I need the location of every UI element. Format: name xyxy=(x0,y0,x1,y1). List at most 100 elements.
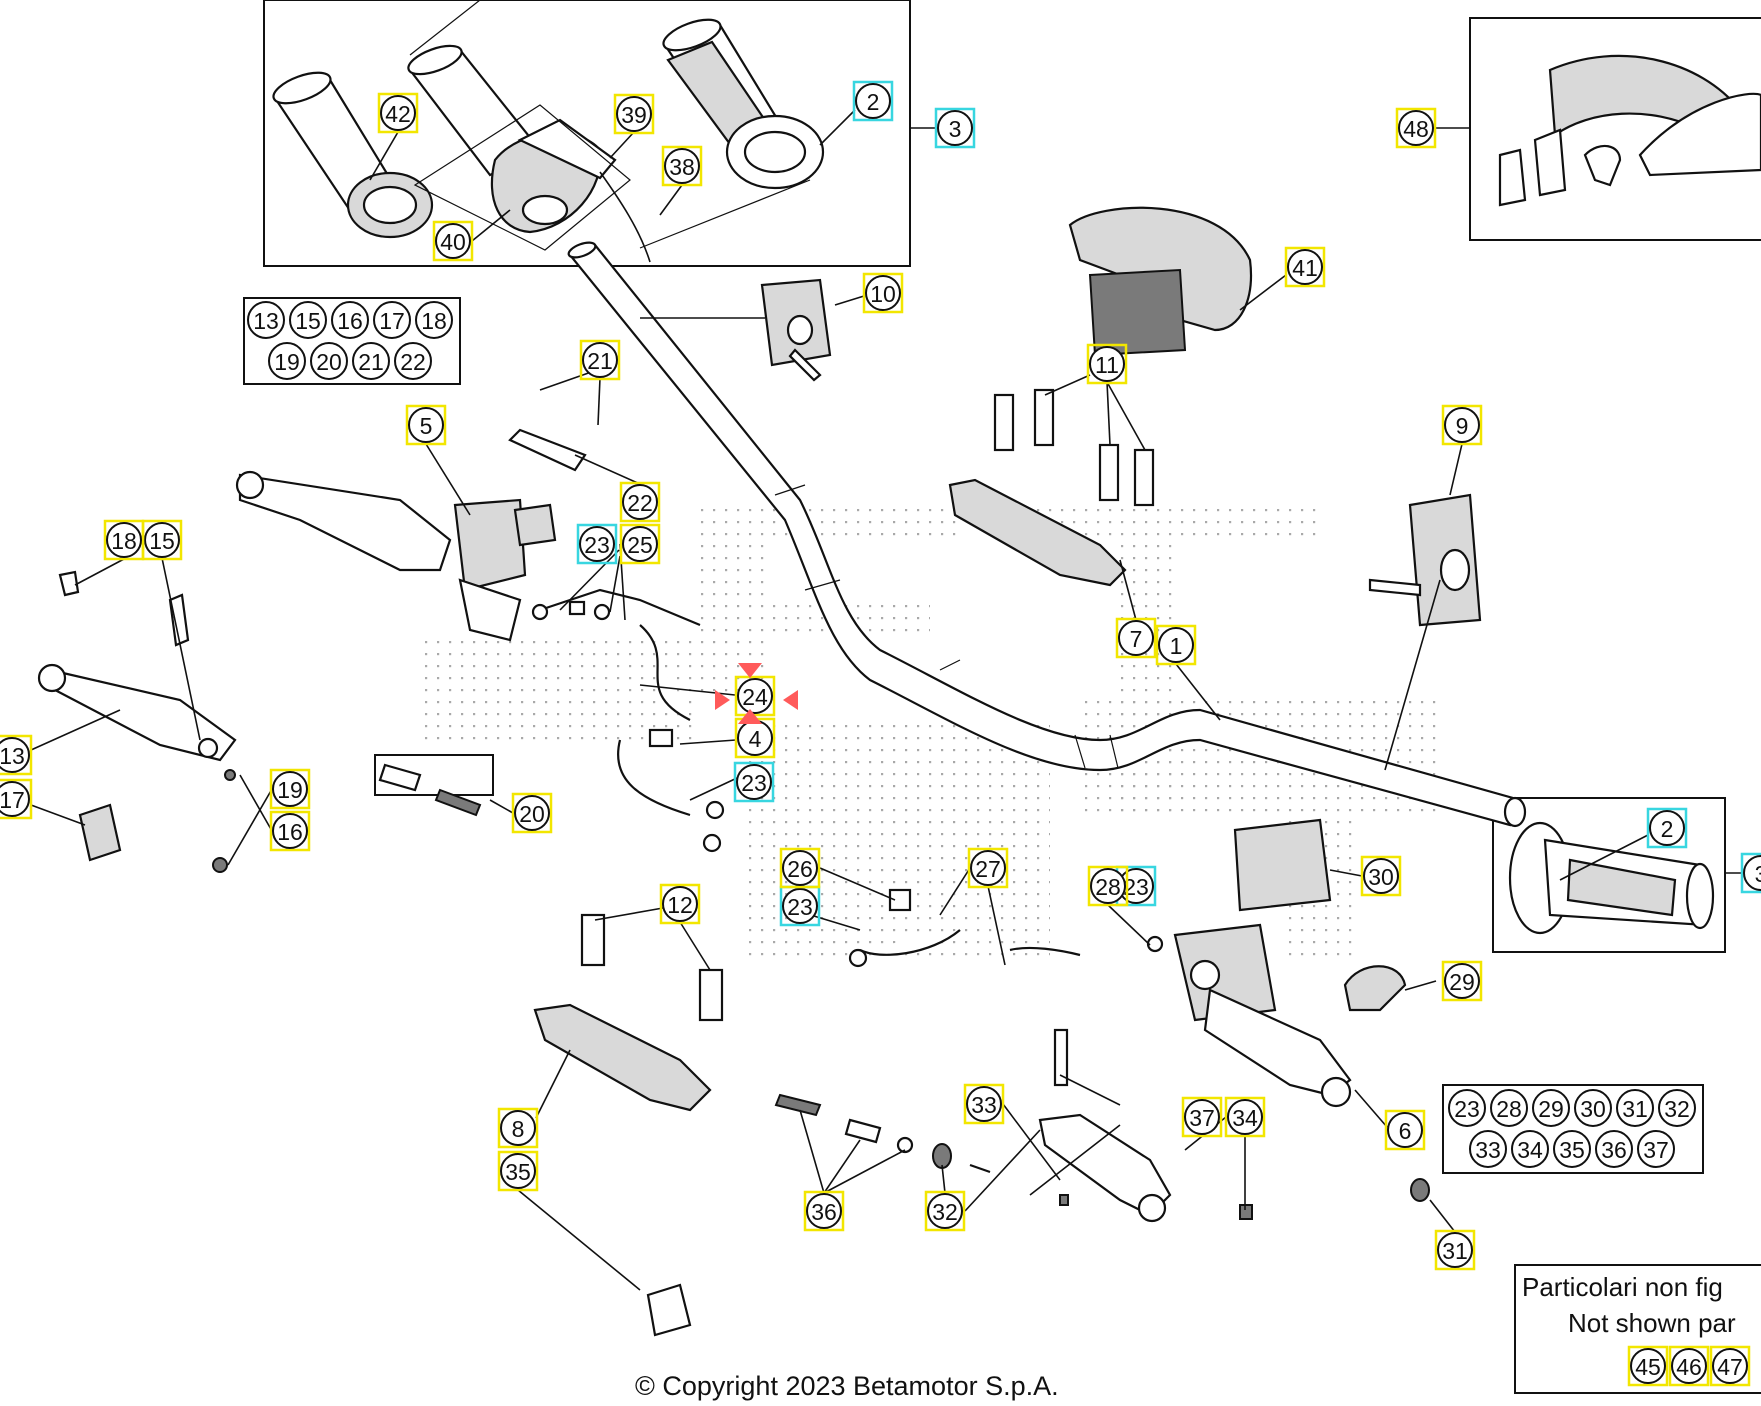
callout-27[interactable]: 27 xyxy=(967,847,1009,889)
callout-24[interactable]: 24 xyxy=(734,675,776,717)
callout-highlight xyxy=(1646,807,1688,849)
callout-circle xyxy=(662,886,698,922)
callout-23[interactable]: 23 xyxy=(576,523,618,565)
callout-5[interactable]: 5 xyxy=(405,404,447,446)
kit-item-23[interactable]: 23 xyxy=(1448,1089,1486,1127)
callout-circle xyxy=(622,484,658,520)
callout-circle xyxy=(1089,346,1125,382)
kit-item-34[interactable]: 34 xyxy=(1511,1130,1549,1168)
kit-item-15[interactable]: 15 xyxy=(289,301,327,339)
callout-number: 42 xyxy=(385,101,411,127)
callout-11[interactable]: 11 xyxy=(1086,343,1128,385)
kit-item-28[interactable]: 28 xyxy=(1490,1089,1528,1127)
callout-8[interactable]: 8 xyxy=(497,1107,539,1149)
leader-line xyxy=(1449,443,1463,496)
callout-36[interactable]: 36 xyxy=(803,1190,845,1232)
callout-3[interactable]: 3 xyxy=(934,107,976,149)
leader-line xyxy=(594,907,664,921)
callout-22[interactable]: 22 xyxy=(619,481,661,523)
callout-42[interactable]: 42 xyxy=(377,92,419,134)
selection-marker xyxy=(715,663,798,724)
callout-25[interactable]: 25 xyxy=(619,523,661,565)
callout-48[interactable]: 48 xyxy=(1395,107,1437,149)
kit-item-17[interactable]: 17 xyxy=(373,301,411,339)
callout-20[interactable]: 20 xyxy=(511,792,553,834)
kit-item-32[interactable]: 32 xyxy=(1658,1089,1696,1127)
callout-9[interactable]: 9 xyxy=(1441,404,1483,446)
callout-circle xyxy=(0,737,30,773)
callout-33[interactable]: 33 xyxy=(963,1083,1005,1125)
leader-line xyxy=(30,709,121,751)
callout-7[interactable]: 7 xyxy=(1115,617,1157,659)
callout-23[interactable]: 23 xyxy=(733,761,775,803)
callout-31[interactable]: 31 xyxy=(1434,1229,1476,1271)
kit-item-21[interactable]: 21 xyxy=(352,342,390,380)
callout-10[interactable]: 10 xyxy=(862,272,904,314)
kit-item-29[interactable]: 29 xyxy=(1532,1089,1570,1127)
callout-1[interactable]: 1 xyxy=(1155,624,1197,666)
kit-item-number: 19 xyxy=(274,349,300,375)
kit-item-20[interactable]: 20 xyxy=(310,342,348,380)
callout-17[interactable]: 17 xyxy=(0,778,33,820)
callout-39[interactable]: 39 xyxy=(613,93,655,135)
callout-highlight xyxy=(1087,865,1129,907)
callout-37[interactable]: 37 xyxy=(1181,1096,1223,1138)
callout-number: 39 xyxy=(621,102,647,128)
callout-34[interactable]: 34 xyxy=(1224,1096,1266,1138)
callout-23[interactable]: 23 xyxy=(779,885,821,927)
leader-line xyxy=(489,799,514,814)
leader-line xyxy=(819,867,896,901)
leader-line xyxy=(1106,381,1111,446)
kit-item-18[interactable]: 18 xyxy=(415,301,453,339)
callout-38[interactable]: 38 xyxy=(661,145,703,187)
callout-29[interactable]: 29 xyxy=(1441,960,1483,1002)
callout-12[interactable]: 12 xyxy=(659,883,701,925)
not-shown-item-45[interactable]: 45 xyxy=(1627,1345,1669,1387)
kit-item-37[interactable]: 37 xyxy=(1637,1130,1675,1168)
callout-30[interactable]: 30 xyxy=(1360,855,1402,897)
callout-13[interactable]: 13 xyxy=(0,734,33,776)
callout-2[interactable]: 2 xyxy=(852,80,894,122)
callout-circle xyxy=(1227,1099,1263,1135)
kit-item-circle xyxy=(373,301,411,339)
kit-item-circle xyxy=(1637,1130,1675,1168)
callout-16[interactable]: 16 xyxy=(269,810,311,852)
kit-item-16[interactable]: 16 xyxy=(331,301,369,339)
callout-highlight xyxy=(734,675,776,717)
callout-21[interactable]: 21 xyxy=(579,339,621,381)
callout-circle xyxy=(782,850,818,886)
kit-item-22[interactable]: 22 xyxy=(394,342,432,380)
callout-6[interactable]: 6 xyxy=(1384,1109,1426,1151)
callout-28[interactable]: 28 xyxy=(1087,865,1129,907)
handlebar-clamp-top xyxy=(948,206,1253,587)
callout-number: 16 xyxy=(277,819,303,845)
callout-35[interactable]: 35 xyxy=(497,1150,539,1192)
callout-32[interactable]: 32 xyxy=(924,1190,966,1232)
kit-item-number: 28 xyxy=(1496,1096,1522,1122)
kit-item-31[interactable]: 31 xyxy=(1616,1089,1654,1127)
kit-item-19[interactable]: 19 xyxy=(268,342,306,380)
callout-highlight xyxy=(1740,852,1761,894)
callout-40[interactable]: 40 xyxy=(432,220,474,262)
leader-line xyxy=(471,209,511,242)
callout-15[interactable]: 15 xyxy=(141,519,183,561)
kit-item-33[interactable]: 33 xyxy=(1469,1130,1507,1168)
callout-circle xyxy=(380,95,416,131)
kit-item-36[interactable]: 36 xyxy=(1595,1130,1633,1168)
callout-41[interactable]: 41 xyxy=(1284,246,1326,288)
adjuster-group xyxy=(774,1093,991,1174)
kit-item-30[interactable]: 30 xyxy=(1574,1089,1612,1127)
callout-2[interactable]: 2 xyxy=(1646,807,1688,849)
callout-26[interactable]: 26 xyxy=(779,847,821,889)
callout-highlight xyxy=(1627,1345,1669,1387)
kit-item-35[interactable]: 35 xyxy=(1553,1130,1591,1168)
callout-18[interactable]: 18 xyxy=(103,519,145,561)
not-shown-item-47[interactable]: 47 xyxy=(1709,1345,1751,1387)
callout-19[interactable]: 19 xyxy=(269,768,311,810)
kit-item-13[interactable]: 13 xyxy=(247,301,285,339)
callout-3[interactable]: 3 xyxy=(1740,852,1761,894)
callout-circle xyxy=(106,522,142,558)
callout-circle xyxy=(1712,1348,1748,1384)
bolt-20 xyxy=(374,754,494,817)
not-shown-item-46[interactable]: 46 xyxy=(1668,1345,1710,1387)
